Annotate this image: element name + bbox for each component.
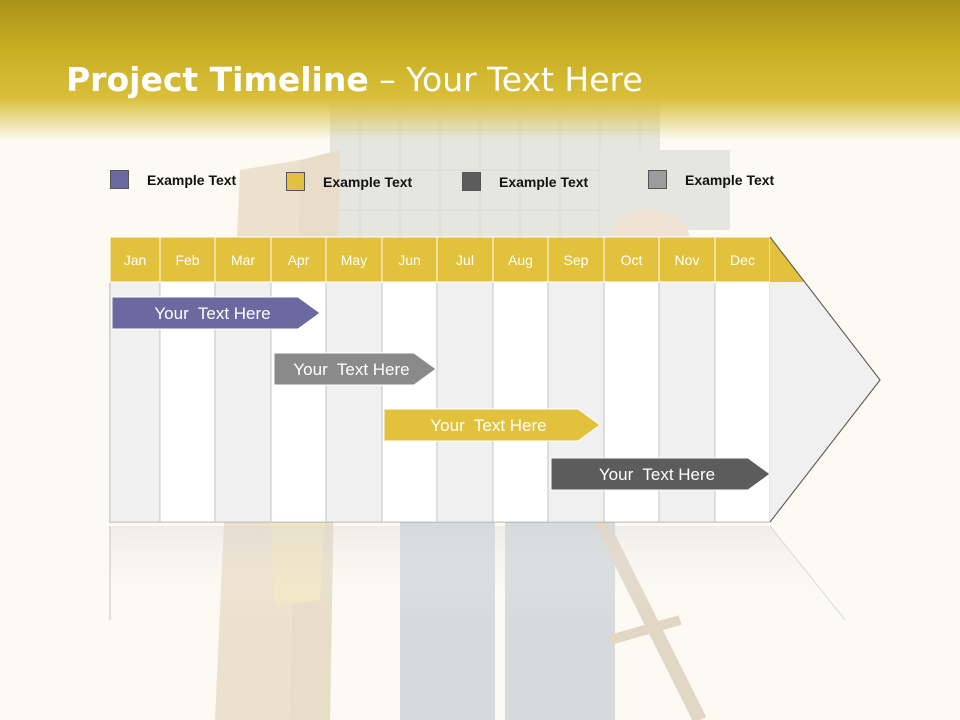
header-band	[0, 0, 960, 140]
legend-item-1: Example Text	[110, 170, 236, 189]
task-label-4: Your Text Here	[599, 465, 715, 484]
month-label: Nov	[675, 252, 700, 268]
task-label-1: Your Text Here	[154, 304, 270, 323]
month-header-cell	[270, 236, 327, 283]
month-label: Jul	[456, 252, 474, 268]
legend-item-2: Example Text	[286, 172, 412, 191]
legend-label: Example Text	[499, 173, 589, 190]
month-label: Oct	[621, 252, 643, 268]
legend-item-3: Example Text	[462, 172, 588, 191]
title-bold: Project Timeline	[66, 60, 369, 99]
month-column	[492, 281, 549, 523]
month-header-cell	[325, 236, 383, 283]
month-label: Jan	[124, 252, 147, 268]
task-bar-2	[273, 352, 437, 386]
legend-swatch	[648, 170, 667, 189]
timeline-reflection	[109, 525, 846, 621]
task-bar-1	[111, 296, 321, 330]
month-label: May	[341, 252, 367, 268]
legend-swatch	[110, 170, 129, 189]
month-label: Sep	[564, 252, 589, 268]
month-column	[381, 281, 438, 523]
month-header-cell	[658, 236, 716, 283]
arrow-head-fill	[770, 282, 880, 522]
legend-swatch	[286, 172, 305, 191]
month-column	[436, 281, 494, 523]
month-header-cell	[159, 236, 216, 283]
legend-label: Example Text	[685, 171, 775, 188]
page-title: Project Timeline – Your Text Here	[66, 60, 643, 99]
month-header-cell	[492, 236, 549, 283]
month-label: Dec	[730, 252, 755, 268]
month-label: Mar	[231, 252, 255, 268]
month-header-cell	[714, 236, 771, 283]
task-bar-3	[383, 408, 601, 442]
legend-item-4: Example Text	[648, 170, 774, 189]
task-label-2: Your Text Here	[293, 360, 409, 379]
task-bar-4	[550, 457, 771, 491]
legend-label: Example Text	[323, 173, 413, 190]
month-label: Jun	[398, 252, 421, 268]
month-label: Feb	[175, 252, 199, 268]
legend-swatch	[462, 172, 481, 191]
task-label-3: Your Text Here	[430, 416, 546, 435]
month-label: Apr	[288, 252, 310, 268]
month-column	[325, 281, 383, 523]
title-rest: – Your Text Here	[368, 60, 643, 99]
month-header-cell	[381, 236, 438, 283]
legend-label: Example Text	[147, 171, 237, 188]
month-label: Aug	[508, 252, 533, 268]
